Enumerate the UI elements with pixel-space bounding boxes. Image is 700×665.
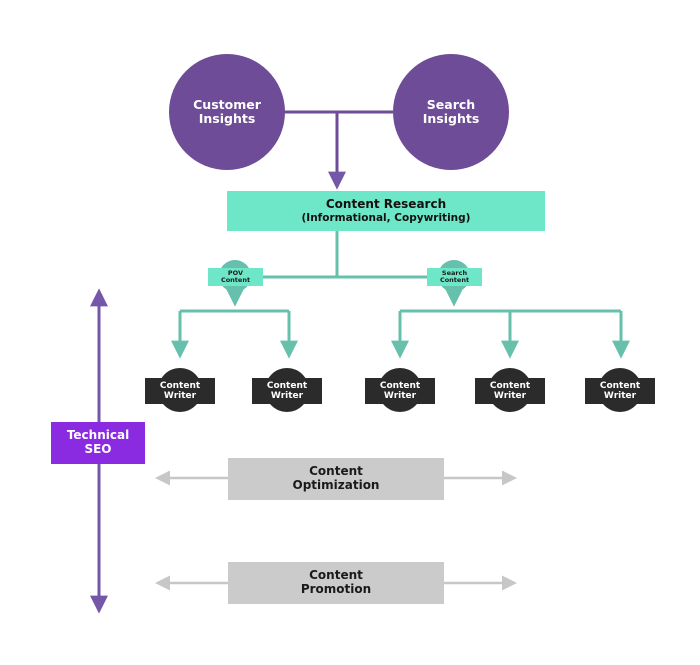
content-writer-label-4: Content Writer xyxy=(475,378,545,404)
search-insights-node xyxy=(393,54,509,170)
content-writer-node-4 xyxy=(475,368,545,412)
technical-seo-line1: Technical xyxy=(66,428,130,443)
search-insights-label: Search Insights xyxy=(393,90,509,134)
customer-insights-line2: Insights xyxy=(198,111,256,126)
content-promotion-line1: Content xyxy=(309,568,363,583)
content-writer-label-5: Content Writer xyxy=(585,378,655,404)
content-optimization-line2: Optimization xyxy=(292,478,380,492)
customer-insights-line1: Customer xyxy=(193,96,261,112)
content-writer-label-2: Content Writer xyxy=(252,378,322,404)
content-writer-node-1 xyxy=(145,368,215,412)
content-writer-node-2 xyxy=(252,368,322,412)
content-optimization-line1: Content xyxy=(309,464,363,479)
content-research-box xyxy=(227,191,545,231)
search-content-line1: Search xyxy=(441,268,468,277)
writer-5-line2: Writer xyxy=(603,391,637,401)
pov-content-label-box xyxy=(208,268,263,286)
technical-seo-box xyxy=(51,422,145,464)
content-research-label: Content Research (Informational, Copywri… xyxy=(227,191,545,231)
content-optimization-label: Content Optimization xyxy=(228,458,444,500)
content-writer-node-5 xyxy=(585,368,655,412)
search-insights-line2: Insights xyxy=(422,111,480,126)
content-research-title: Content Research xyxy=(325,197,447,212)
content-writer-label-1: Content Writer xyxy=(145,378,215,404)
writer-1-line2: Writer xyxy=(163,391,197,401)
pov-content-line1: POV xyxy=(227,268,244,277)
pov-content-label: POV Content xyxy=(208,268,263,286)
customer-insights-node xyxy=(169,54,285,170)
technical-seo-line2: SEO xyxy=(84,442,112,456)
writer-4-line2: Writer xyxy=(493,391,527,401)
content-promotion-box xyxy=(228,562,444,604)
writer-4-line1: Content xyxy=(489,380,531,391)
content-promotion-label: Content Promotion xyxy=(228,562,444,604)
search-content-label-box xyxy=(427,268,482,286)
writer-5-line1: Content xyxy=(599,380,641,391)
content-writer-label-3: Content Writer xyxy=(365,378,435,404)
writer-2-line1: Content xyxy=(266,380,308,391)
content-research-subtitle: (Informational, Copywriting) xyxy=(301,211,471,224)
pov-content-line2: Content xyxy=(220,276,251,284)
content-writer-node-3 xyxy=(365,368,435,412)
writer-1-line1: Content xyxy=(159,380,201,391)
writer-3-line1: Content xyxy=(379,380,421,391)
content-optimization-box xyxy=(228,458,444,500)
search-insights-line1: Search xyxy=(426,96,476,112)
search-content-line2: Content xyxy=(439,276,470,284)
writer-3-line2: Writer xyxy=(383,391,417,401)
writer-2-line2: Writer xyxy=(270,391,304,401)
technical-seo-label: Technical SEO xyxy=(51,422,145,464)
customer-insights-label: Customer Insights xyxy=(169,90,285,134)
content-promotion-line2: Promotion xyxy=(300,582,372,596)
search-content-label: Search Content xyxy=(427,268,482,286)
